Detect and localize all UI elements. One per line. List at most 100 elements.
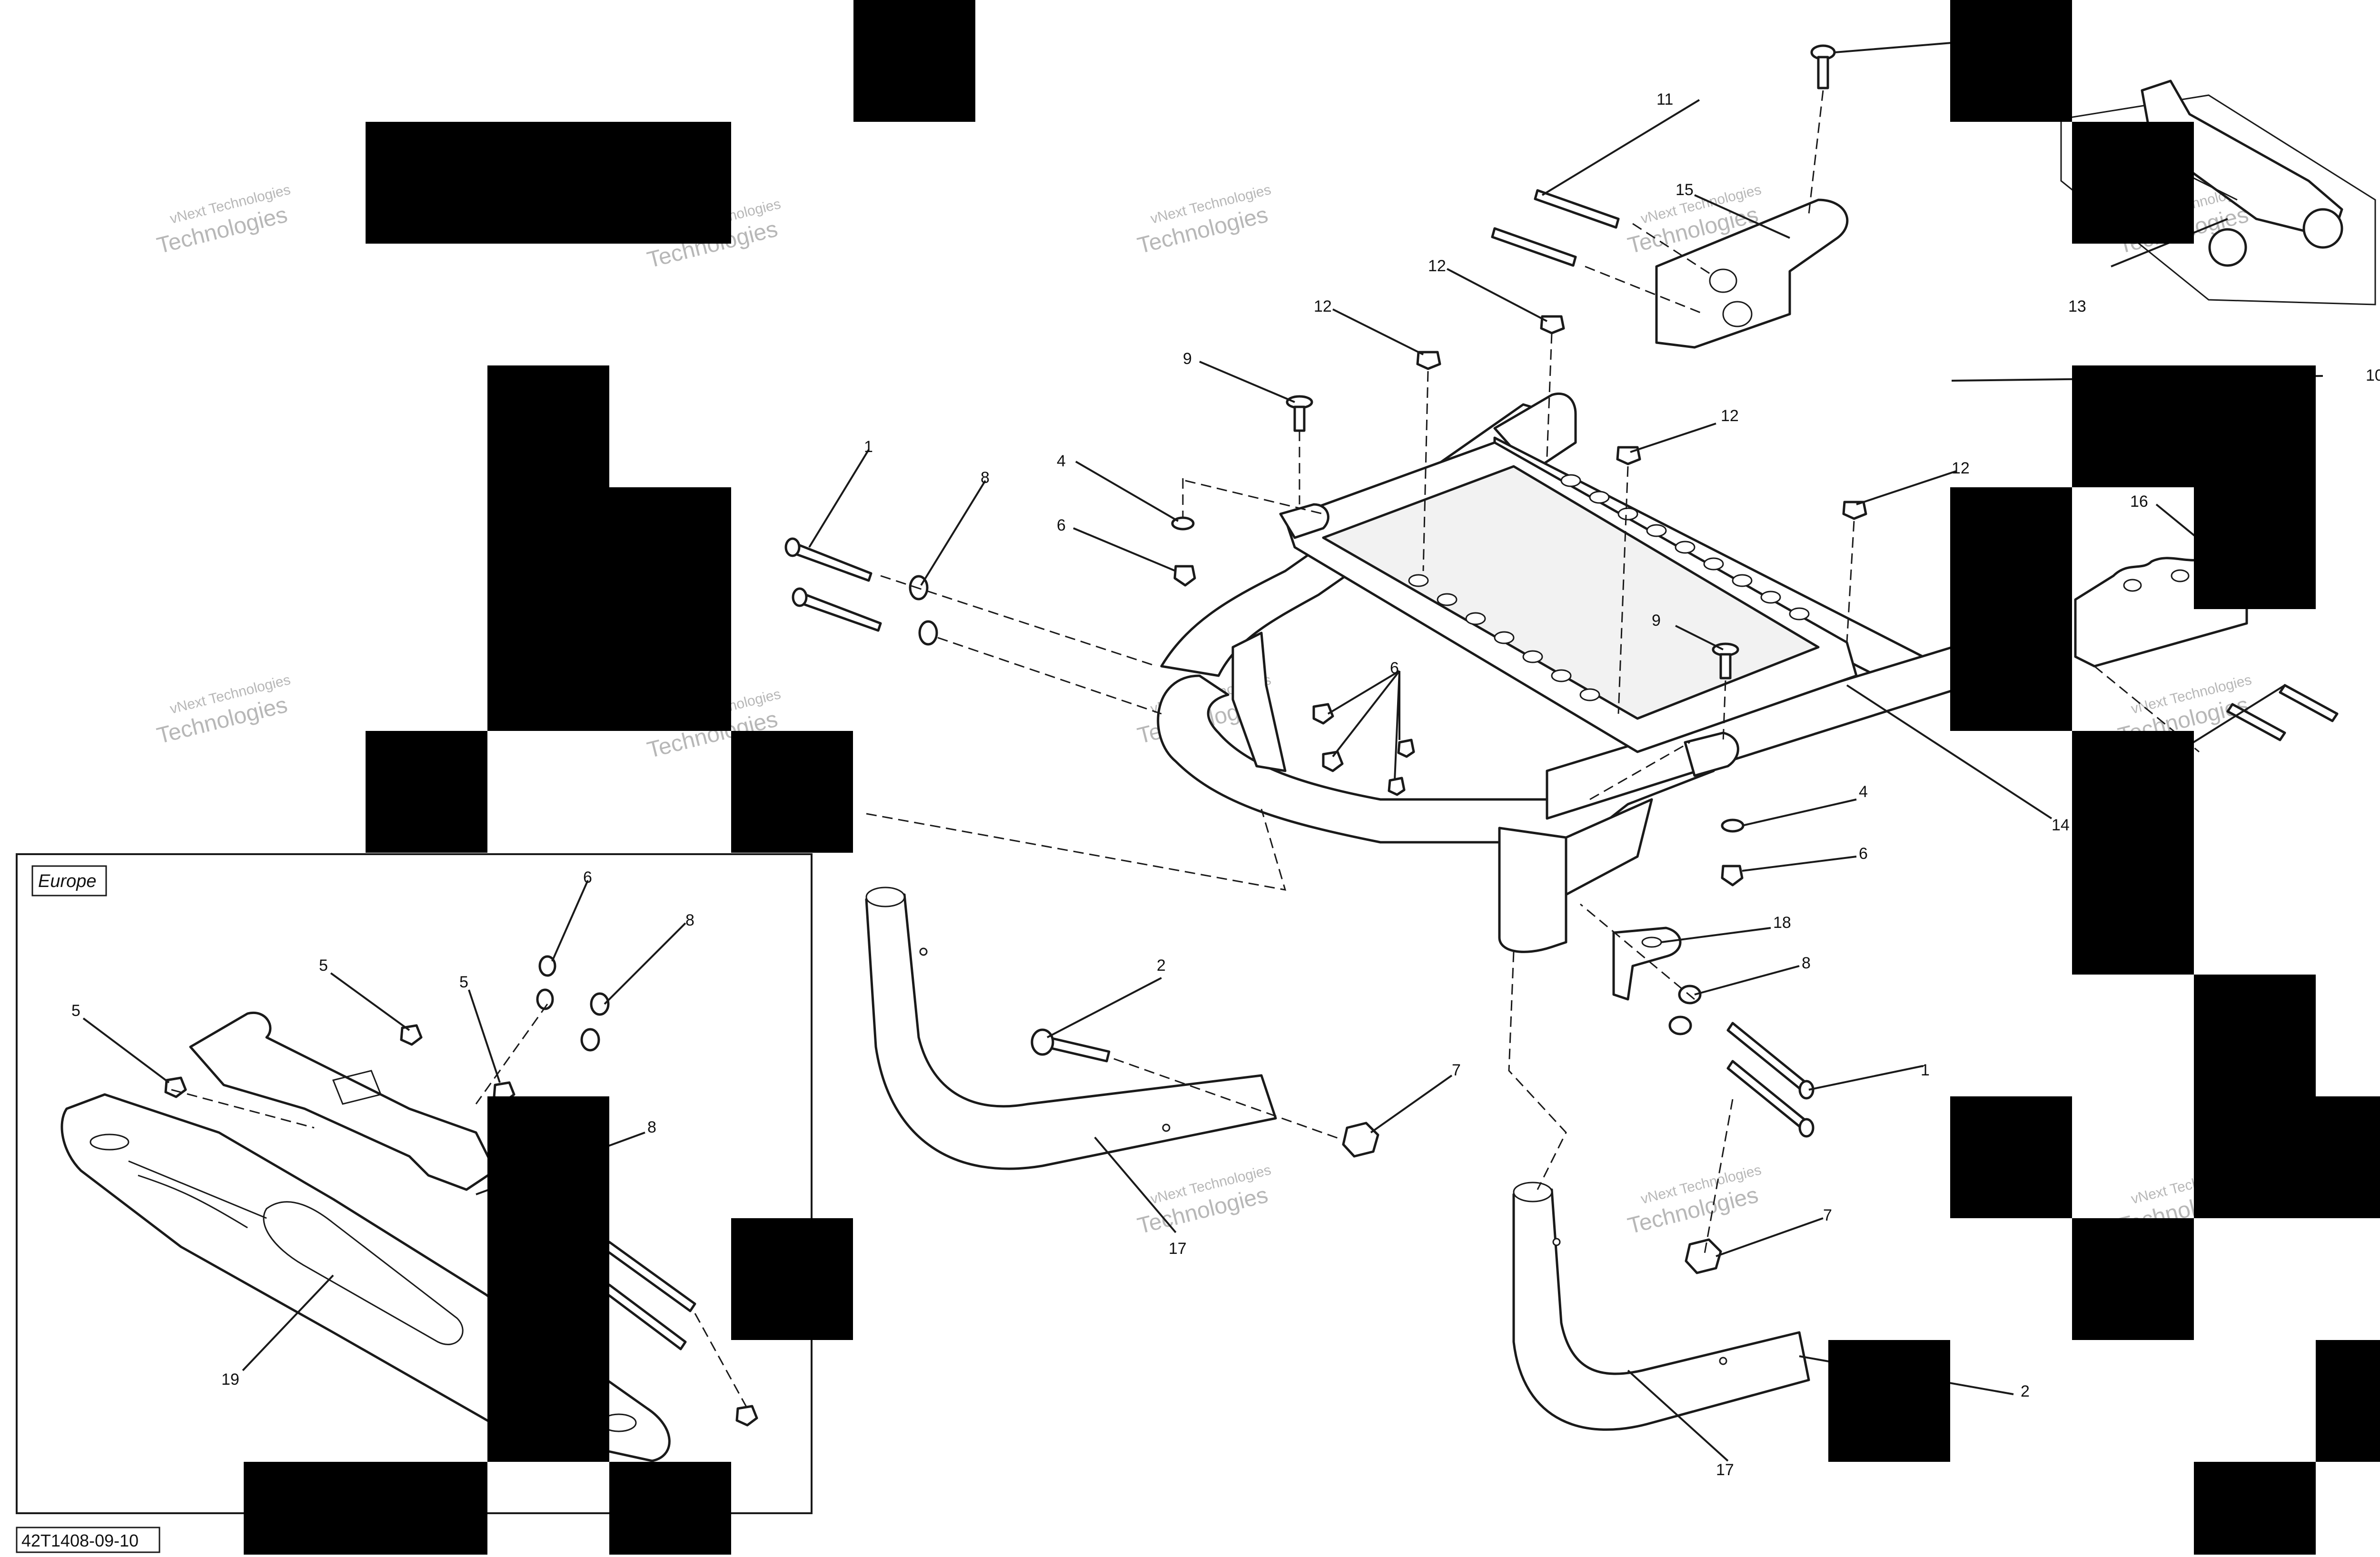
screw-12-a — [1416, 351, 1441, 370]
tool-kit — [2060, 79, 2376, 305]
bracket-edge-line — [128, 1160, 267, 1219]
redaction-block — [1828, 1340, 1950, 1462]
redaction-block — [2072, 1218, 2194, 1340]
callout-15: 15 — [1676, 181, 1694, 199]
redaction-block — [2316, 1096, 2380, 1218]
callout-12: 12 — [1314, 297, 1332, 315]
screw-10-top — [1810, 44, 1836, 89]
bolt-1-right-b — [1726, 1060, 1815, 1138]
redaction-block — [2072, 731, 2194, 975]
redaction-block — [609, 1462, 731, 1555]
callout-7: 7 — [1823, 1206, 1832, 1224]
callout-11: 11 — [1656, 90, 1673, 108]
license-plate-mount — [189, 1011, 496, 1191]
callout-labels: 1 1 2 2 4 4 5 5 5 6 6 6 6 7 7 8 8 8 8 9 … — [71, 90, 2380, 1479]
main-frame — [1157, 392, 2001, 953]
frame-hitch-receiver — [1498, 827, 1567, 953]
callout-6: 6 — [1859, 845, 1868, 863]
inset-nut-6-a — [538, 955, 556, 977]
callout-12: 12 — [1721, 407, 1739, 425]
inset-nut-5-mid — [400, 1024, 423, 1046]
callout-2: 2 — [1157, 956, 1166, 975]
nut-6-right — [1721, 865, 1744, 887]
nut-7-right — [1685, 1238, 1722, 1274]
callout-12: 12 — [1428, 257, 1446, 275]
washer-8-lower — [918, 620, 938, 646]
nut-6-a — [1312, 703, 1334, 725]
leader-lines — [82, 42, 2323, 1462]
bracket-inner-line — [138, 1174, 248, 1229]
callout-19: 19 — [221, 1370, 239, 1389]
bolt-1-upper — [784, 537, 873, 582]
redaction-block — [2194, 487, 2316, 609]
screw-12-d — [1842, 501, 1867, 520]
figure-id: 42T1408-09-10 — [21, 1531, 139, 1550]
bolt-1-right-a — [1726, 1022, 1815, 1100]
washer-4-right — [1721, 818, 1745, 833]
redaction-blocks — [244, 0, 2380, 1555]
callout-1: 1 — [1921, 1061, 1930, 1079]
bumper-tube-left — [865, 887, 1277, 1170]
redaction-block — [2072, 122, 2194, 244]
callout-18: 18 — [1773, 914, 1791, 932]
frame-hole-row-lower — [1408, 574, 1600, 701]
bracket-slot-large — [263, 1201, 464, 1345]
frame-side-gusset — [1231, 631, 1287, 772]
washer-8-right-b — [1668, 1015, 1692, 1035]
figure-id-box — [16, 1527, 160, 1553]
europe-inset: Europe — [16, 853, 813, 1514]
nut-6-c — [1388, 777, 1406, 796]
bolt-16-b — [2279, 684, 2339, 722]
callout-8: 8 — [647, 1118, 656, 1136]
callout-6: 6 — [1057, 516, 1066, 534]
inset-dash — [171, 1089, 315, 1129]
bracket-slot-left — [89, 1133, 129, 1151]
nut-6-b — [1322, 750, 1344, 772]
redaction-block — [731, 1218, 853, 1340]
callout-4: 4 — [1859, 783, 1868, 801]
callout-12: 12 — [1952, 459, 1970, 477]
callout-6: 6 — [1390, 659, 1399, 677]
nut-7-left — [1342, 1122, 1379, 1158]
bolt-16-a — [2226, 703, 2286, 741]
inset-label: Europe — [38, 871, 97, 891]
redaction-block — [731, 731, 853, 853]
redaction-block — [2194, 1462, 2316, 1555]
callout-8: 8 — [1802, 954, 1811, 972]
inset-label-box — [31, 865, 107, 897]
callout-8: 8 — [981, 469, 990, 487]
screw-9-lower — [1712, 642, 1739, 680]
bumper-tube-right — [1512, 1182, 1810, 1431]
callout-2: 2 — [2021, 1382, 2030, 1400]
callout-16: 16 — [2130, 493, 2148, 511]
frame-mount-tab-right — [1684, 731, 1739, 777]
pin-11-lower — [1491, 227, 1577, 267]
callout-9: 9 — [1652, 611, 1661, 630]
callout-13: 13 — [2068, 297, 2086, 315]
hitch-bracket-top — [1655, 198, 1849, 349]
redaction-block — [366, 122, 731, 244]
redaction-block — [2072, 365, 2316, 487]
callout-5: 5 — [319, 956, 328, 975]
frame-hitch-gusset — [1565, 798, 1653, 896]
nut-6-left — [1173, 565, 1196, 587]
redaction-block — [1950, 1096, 2072, 1218]
callout-9: 9 — [1183, 350, 1192, 368]
redaction-block — [2194, 975, 2316, 1218]
callout-6: 6 — [583, 868, 592, 887]
callout-14: 14 — [2052, 816, 2070, 834]
inset-dash — [475, 1004, 548, 1104]
mount-window — [332, 1070, 382, 1105]
redaction-block — [244, 1462, 487, 1555]
redaction-block — [609, 487, 731, 731]
inset-washer-8-a — [590, 992, 610, 1016]
inset-dash — [694, 1313, 748, 1409]
bolt-2 — [1031, 1028, 1111, 1063]
callout-17: 17 — [1716, 1461, 1734, 1479]
assembly-dashed-lines — [866, 90, 2200, 1257]
callout-7: 7 — [1452, 1061, 1461, 1079]
inset-washer-8-b — [580, 1028, 600, 1052]
inset-nut-6-b — [536, 988, 554, 1010]
callout-10: 10 — [2366, 366, 2380, 384]
